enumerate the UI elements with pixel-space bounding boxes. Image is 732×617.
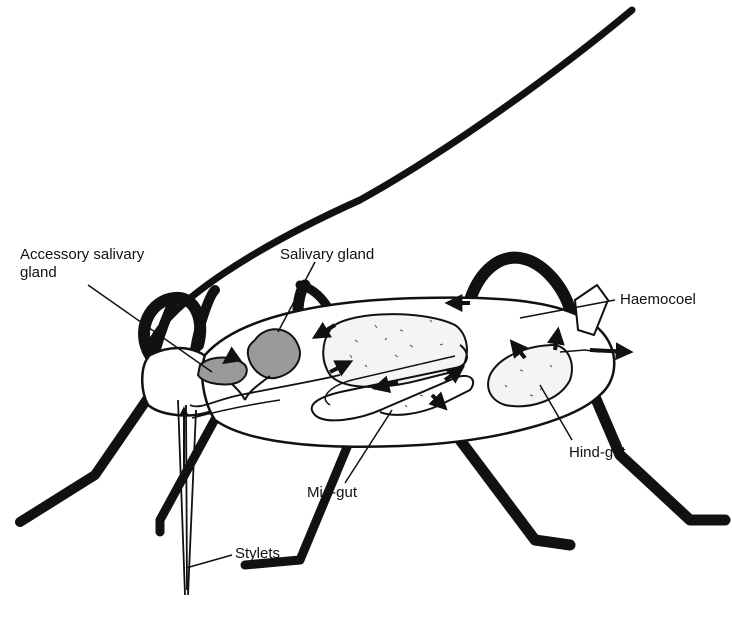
hind-gut-label: Hind-gut bbox=[569, 444, 626, 462]
stylets-label: Stylets bbox=[235, 545, 280, 563]
accessory-salivary-gland bbox=[198, 358, 247, 385]
cornicle bbox=[575, 285, 608, 335]
salivary-gland-label: Salivary gland bbox=[280, 246, 374, 264]
haemocoel-label: Haemocoel bbox=[620, 291, 696, 309]
accessory-salivary-gland-label-line2: gland bbox=[20, 264, 144, 282]
mid-gut-label: Mid-gut bbox=[307, 484, 357, 502]
accessory-salivary-gland-label: Accessory salivary gland bbox=[20, 246, 144, 282]
accessory-salivary-gland-label-line1: Accessory salivary bbox=[20, 246, 144, 264]
